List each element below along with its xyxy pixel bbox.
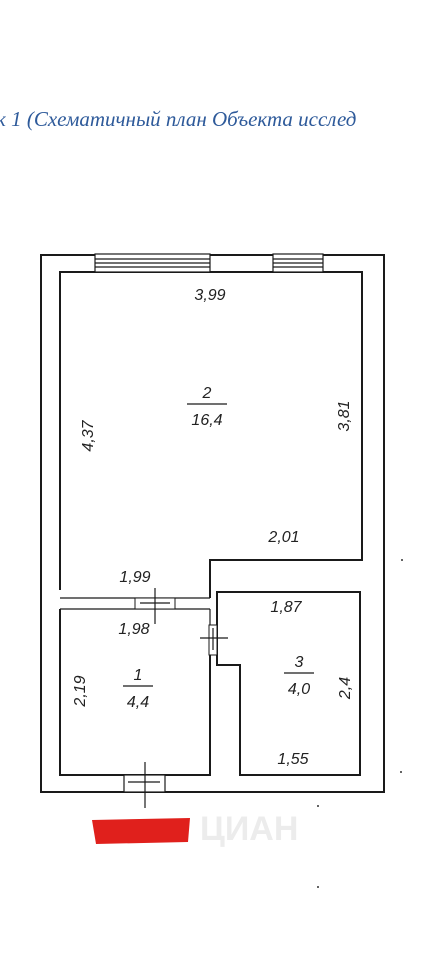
dim-room3-top: 1,87 (270, 599, 302, 616)
entrance-door (123, 762, 166, 808)
dim-room2-step: 2,01 (267, 529, 299, 546)
dim-corridor-upper: 1,99 (119, 569, 150, 586)
outer-wall (40, 254, 385, 793)
window-left (94, 253, 211, 273)
dim-room2-right: 3,81 (336, 400, 353, 431)
door-room-3 (200, 624, 228, 656)
room-3-area: 4,0 (288, 681, 310, 698)
room-3-outline (216, 591, 361, 776)
room-1-number: 1 (134, 667, 143, 684)
dim-room2-top: 3,99 (194, 287, 225, 304)
plan-caption: к 1 (Схематичный план Объекта исслед (0, 107, 357, 131)
dim-room1-left: 2,19 (72, 675, 89, 707)
room-2-area: 16,4 (191, 412, 222, 429)
room-2-outline (59, 271, 363, 598)
dim-corridor-lower: 1,98 (118, 621, 149, 638)
room-3-number: 3 (295, 654, 304, 671)
room-2-number: 2 (202, 385, 212, 402)
dim-room2-left: 4,37 (80, 419, 97, 451)
dim-room3-right: 2,4 (337, 677, 354, 700)
door-corridor (134, 588, 176, 624)
room-1-area: 4,4 (127, 694, 149, 711)
watermark-text: ЦИАН (200, 810, 298, 848)
window-right (272, 253, 324, 273)
dim-room3-bottom: 1,55 (277, 751, 308, 768)
redaction-mark (92, 818, 190, 844)
